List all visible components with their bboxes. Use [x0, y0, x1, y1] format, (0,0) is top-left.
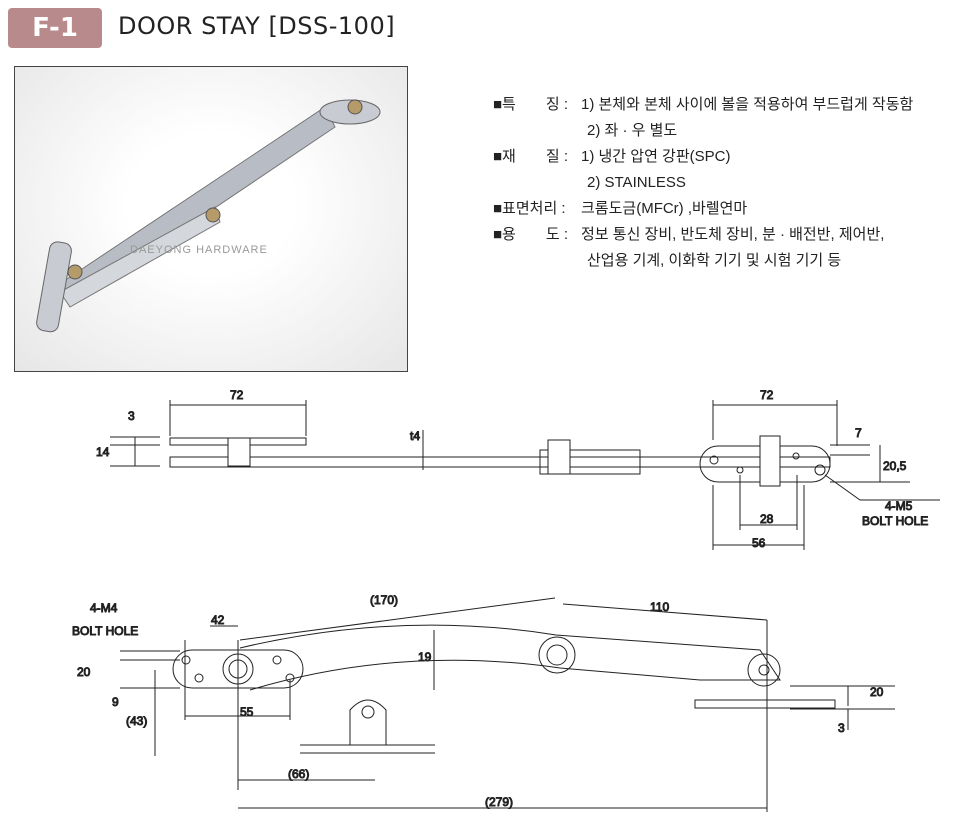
spec-label: ■특 징 :	[493, 96, 568, 113]
dim-label: t4	[410, 429, 420, 443]
spec-label: ■재 질 :	[493, 148, 568, 165]
section-badge: F-1	[8, 8, 102, 48]
spec-value: 크롬도금(MFCr) ,바렐연마	[581, 200, 748, 217]
dim-label: 42	[211, 613, 225, 627]
watermark-text: DAEYONG HARDWARE	[130, 244, 268, 256]
spec-label: ■용 도 :	[493, 226, 568, 243]
spec-value: 2) 좌 · 우 별도	[587, 122, 678, 139]
dim-label: BOLT HOLE	[72, 624, 138, 638]
side-view: 72 3 14 t4 72 7 20,5 4-M5 BOLT HOLE 28 5…	[96, 388, 940, 551]
front-view: 4-M4 BOLT HOLE 42 (170) 110 20 19 9 (43)…	[72, 593, 895, 812]
spec-value: 1) 본체와 본체 사이에 볼을 적용하여 부드럽게 작동함	[581, 96, 914, 113]
dim-label: 14	[96, 445, 110, 459]
spec-value: 산업용 기계, 이화학 기기 및 시험 기기 등	[587, 252, 842, 269]
dim-label: 7	[855, 426, 862, 440]
dim-label: (66)	[288, 767, 309, 781]
dim-label: 3	[838, 721, 845, 735]
dim-label: (279)	[485, 795, 513, 809]
spec-value: 정보 통신 장비, 반도체 장비, 분 · 배전반, 제어반,	[581, 226, 885, 243]
dim-label: BOLT HOLE	[862, 514, 928, 528]
product-title: DOOR STAY [DSS-100]	[118, 12, 396, 40]
dim-label: (170)	[370, 593, 398, 607]
dim-label: 3	[128, 409, 135, 423]
dim-label: 55	[240, 705, 254, 719]
door-stay-image: DAEYONG HARDWARE	[36, 99, 381, 333]
dim-label: 72	[760, 388, 774, 402]
dim-label: 56	[752, 536, 766, 550]
dim-label: 110	[650, 600, 669, 614]
dim-label: 28	[760, 512, 774, 526]
dim-label: 20	[870, 685, 884, 699]
dim-label: 20,5	[883, 459, 907, 473]
dim-label: (43)	[126, 714, 147, 728]
spec-value: 1) 냉간 압연 강판(SPC)	[581, 148, 731, 165]
dim-label: 20	[77, 665, 91, 679]
dim-label: 72	[230, 388, 244, 402]
product-photo: DAEYONG HARDWARE	[14, 66, 408, 372]
dim-label: 9	[112, 695, 119, 709]
dim-label: 4-M4	[90, 601, 118, 615]
spec-list: ■특 징 : 1) 본체와 본체 사이에 볼을 적용하여 부드럽게 작동함 2) …	[493, 92, 913, 274]
spec-value: 2) STAINLESS	[587, 174, 686, 191]
dim-label: 19	[418, 650, 432, 664]
spec-label: ■표면처리 :	[493, 200, 566, 217]
dim-label: 4-M5	[885, 499, 913, 513]
